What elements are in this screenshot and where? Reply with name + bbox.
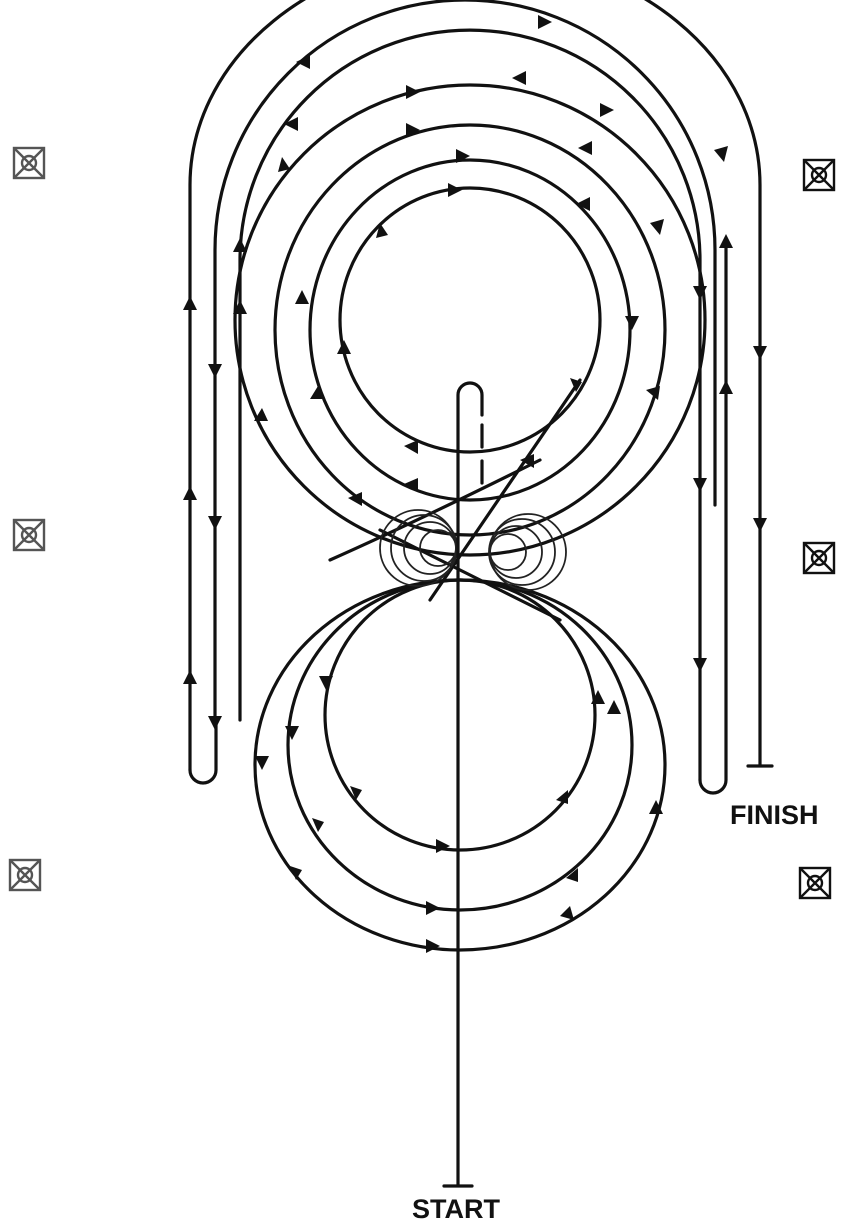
- upper-circles: [233, 83, 707, 557]
- arrow-down-icon: [646, 386, 660, 400]
- arrow-up-icon: [295, 290, 309, 304]
- arrow-up-icon: [607, 700, 621, 714]
- arrow-up-icon: [183, 486, 197, 500]
- outer-lap-end-hook-right: [698, 238, 728, 795]
- arrow-down-icon: [693, 658, 707, 672]
- arrow-down-icon: [693, 286, 707, 300]
- arrow-up-icon: [566, 868, 578, 882]
- arrow-down-icon: [208, 516, 222, 530]
- arrow-right-icon: [406, 85, 420, 99]
- cone-marker-icon: [12, 518, 46, 552]
- arrow-up-icon: [233, 300, 247, 314]
- arrow-left-icon: [404, 478, 418, 492]
- arrow-left-icon: [578, 141, 592, 155]
- upper-circle-4: [233, 83, 707, 557]
- cone-marker-icon: [798, 866, 832, 900]
- direction-arrows: [183, 15, 767, 953]
- finish-label: FINISH: [730, 800, 819, 830]
- start-stem: [456, 381, 484, 1187]
- arrow-right-icon: [350, 786, 362, 800]
- arrow-up-icon: [278, 157, 290, 172]
- start-label: START: [412, 1194, 500, 1224]
- arrow-up-icon: [719, 234, 733, 248]
- start-line: [442, 381, 484, 1188]
- waist-coils: [379, 509, 567, 591]
- cone-marker-icon: [8, 858, 42, 892]
- right-coil-4: [489, 513, 567, 591]
- arrow-right-icon: [406, 123, 420, 137]
- arrow-up-icon: [233, 238, 247, 252]
- upper-circle-3: [273, 123, 667, 537]
- arrow-right-icon: [290, 866, 302, 880]
- lower-circles: [253, 578, 667, 952]
- arrow-left-icon: [576, 197, 590, 211]
- arrow-up-icon: [254, 408, 268, 421]
- arrow-right-icon: [426, 901, 440, 915]
- cone-marker-icon: [12, 146, 46, 180]
- arrow-left-icon: [348, 492, 362, 506]
- arrow-down-icon: [693, 478, 707, 492]
- arrow-down-icon: [650, 219, 664, 235]
- arrow-right-icon: [600, 103, 614, 117]
- arrow-up-icon: [337, 340, 351, 354]
- arrow-up-icon: [376, 223, 388, 238]
- arrow-left-icon: [404, 440, 418, 454]
- arrow-down-icon: [319, 676, 333, 690]
- cone-marker-icon: [802, 158, 836, 192]
- outer-loop-paths: [188, 0, 774, 795]
- crossing-line-a: [428, 378, 582, 602]
- arrow-down-icon: [208, 716, 222, 730]
- outer-lap-3: [188, 0, 762, 772]
- arrow-up-icon: [719, 380, 733, 394]
- arrow-right-icon: [436, 839, 450, 853]
- arrow-up-icon: [183, 296, 197, 310]
- arrow-down-icon: [208, 364, 222, 378]
- outer-lap-2: [238, 28, 702, 782]
- crossing-line-c: [328, 458, 542, 562]
- arrow-down-icon: [285, 726, 299, 740]
- arrow-right-icon: [456, 149, 470, 163]
- arrow-down-icon: [625, 316, 639, 330]
- arrow-left-icon: [284, 117, 298, 131]
- arrow-up-icon: [591, 690, 605, 704]
- arrow-down-icon: [570, 378, 582, 392]
- arrow-right-icon: [448, 183, 462, 197]
- crossing-line-b: [378, 528, 562, 622]
- cone-markers: [8, 146, 836, 900]
- arrow-right-icon: [426, 939, 440, 953]
- arrow-right-icon: [538, 15, 552, 29]
- arrow-up-icon: [310, 386, 324, 399]
- arrow-down-icon: [753, 346, 767, 360]
- arrow-left-icon: [512, 71, 526, 85]
- arrow-left-icon: [296, 55, 310, 69]
- left-coil-4: [379, 509, 457, 587]
- upper-circle-1: [338, 186, 602, 454]
- lower-circle-1: [323, 578, 597, 852]
- arrow-up-icon: [556, 790, 568, 804]
- arrow-right-icon: [560, 906, 574, 920]
- arrow-down-icon: [753, 518, 767, 532]
- lower-circle-3: [253, 578, 667, 952]
- arrow-down-icon: [255, 756, 269, 770]
- arrow-up-icon: [649, 800, 663, 814]
- cone-marker-icon: [802, 541, 836, 575]
- lower-circle-2: [286, 578, 634, 912]
- right-coil-3: [488, 518, 556, 586]
- outer-lap-1: [213, 0, 717, 722]
- arrow-up-icon: [183, 670, 197, 684]
- arrow-right-icon: [312, 818, 324, 832]
- upper-circle-2: [308, 158, 632, 502]
- outer-lap-end-hook-left: [188, 718, 218, 785]
- arrow-left-icon: [520, 454, 534, 468]
- arrow-down-icon: [714, 146, 728, 162]
